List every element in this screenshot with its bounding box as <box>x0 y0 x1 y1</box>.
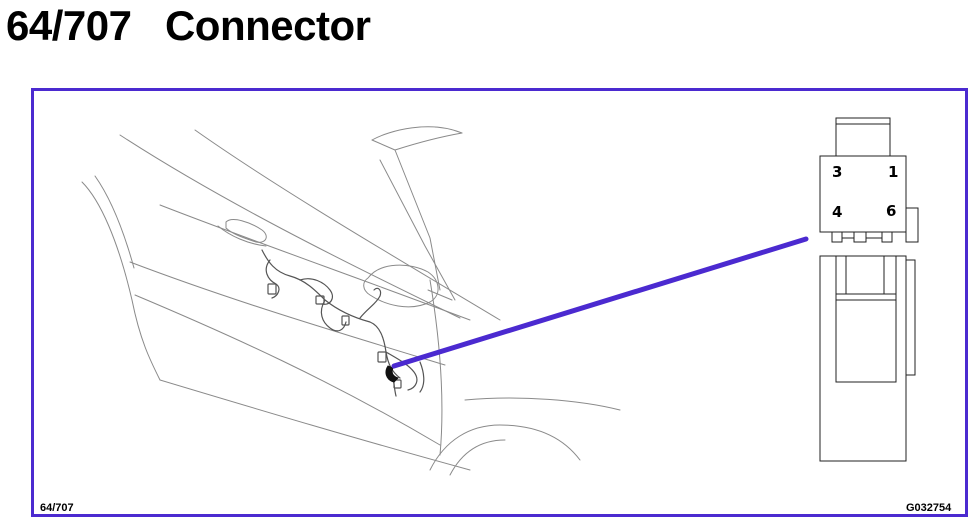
door-handle-recess <box>217 225 267 247</box>
mirror-stem <box>427 289 453 301</box>
connector-side-body <box>819 255 907 462</box>
connector-face-view <box>819 117 919 243</box>
harness-clip-2 <box>315 295 325 305</box>
page-title: 64/707 Connector <box>6 2 371 49</box>
connector-side-window <box>845 255 885 295</box>
harness-branch-3 <box>320 299 347 332</box>
connector-side-view <box>819 255 916 462</box>
harness-branch-4 <box>359 287 382 319</box>
harness-branch-5 <box>385 351 418 391</box>
door-rear-edge <box>429 279 443 456</box>
figure-code-right: G032754 <box>906 502 952 514</box>
pin-label-6: 6 <box>886 202 896 220</box>
figure-code-left: 64/707 <box>40 502 74 514</box>
cowl-line <box>194 129 501 321</box>
windshield-top <box>371 126 463 141</box>
connector-side-tab <box>905 207 919 243</box>
rear-wheel-arch <box>429 424 581 471</box>
connector-location-marker <box>385 365 399 383</box>
pin-label-4: 4 <box>832 203 842 221</box>
harness-clip-1 <box>267 283 277 295</box>
fender-curve-inner <box>94 175 135 269</box>
harness-branch-2 <box>299 278 334 305</box>
harness-down <box>419 361 425 393</box>
harness-clip-5 <box>393 379 402 389</box>
connector-foot-left <box>831 231 843 243</box>
rear-arch-inner <box>449 439 506 476</box>
door-mid-line <box>129 261 446 366</box>
pin-label-3: 3 <box>832 163 842 181</box>
callout-line <box>391 236 809 369</box>
pin-label-1: 1 <box>888 163 898 181</box>
sill-line <box>159 379 471 471</box>
harness-clip-3 <box>341 315 350 326</box>
wiring-harness <box>261 249 425 397</box>
connector-side-flange <box>905 259 916 376</box>
lower-trim <box>464 397 621 411</box>
car-door-drawing <box>81 126 621 476</box>
windshield-line <box>394 132 463 151</box>
connector-side-insert <box>835 255 897 383</box>
connector-foot-mid <box>853 231 867 243</box>
door-top-line <box>119 134 461 319</box>
fender-curve <box>81 181 161 381</box>
door-handle <box>225 219 267 243</box>
connector-foot-right <box>881 231 893 243</box>
diagram-frame <box>31 88 968 517</box>
harness-clip-4 <box>377 351 387 363</box>
door-upper-line <box>159 204 471 321</box>
a-pillar-inner <box>379 159 456 301</box>
door-lower-line <box>134 294 441 446</box>
side-mirror <box>363 264 439 308</box>
